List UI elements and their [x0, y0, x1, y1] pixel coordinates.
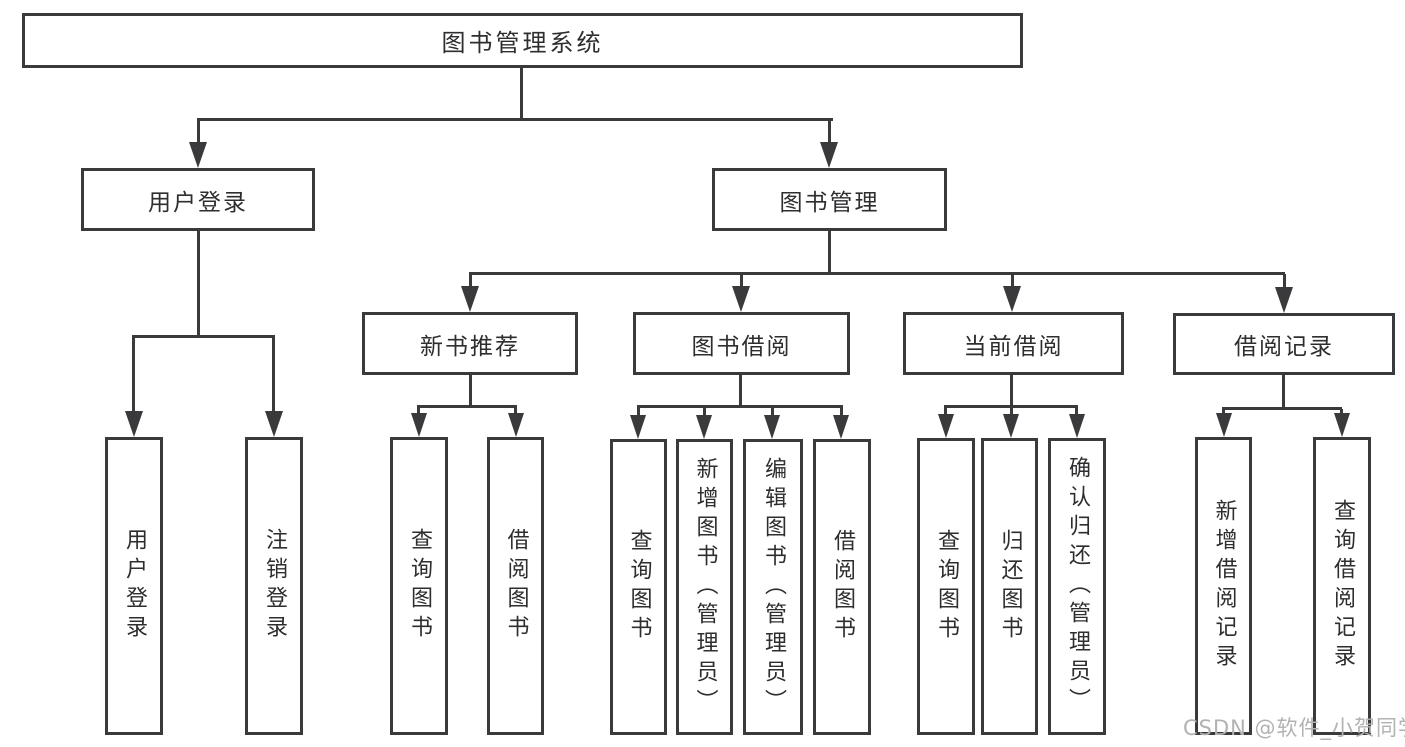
- node-user-login-branch-label: 用户登录: [148, 189, 248, 216]
- connector-bookborrow-drop1: [637, 407, 640, 417]
- leaf-query-borrow-record-label: 查询借阅记录: [1330, 499, 1355, 673]
- leaf-query-books-3-label: 查询图书: [934, 528, 959, 645]
- arrowhead-to-leaf-add-borrow-record: [1216, 413, 1232, 437]
- arrowhead-to-leaf-query-book-2: [630, 415, 646, 439]
- node-current-borrowing-label: 当前借阅: [963, 333, 1064, 360]
- connector-bookmgmt-drop3: [1011, 274, 1014, 290]
- connector-bookmgmt-drop4: [1283, 274, 1286, 290]
- node-root-label: 图书管理系统: [441, 29, 604, 57]
- leaf-borrow-books-1-label: 借阅图书: [503, 528, 529, 644]
- arrowhead-to-leaf-confirm-return: [1069, 414, 1085, 438]
- node-user-login-branch: 用户登录: [81, 168, 315, 231]
- node-new-book-recommend-label: 新书推荐: [420, 333, 520, 360]
- node-book-borrowing: 图书借阅: [633, 312, 850, 375]
- leaf-add-books-admin: 新增图书（管理员）: [676, 439, 733, 735]
- arrowhead-to-leaf-logout: [265, 411, 283, 437]
- node-book-borrowing-label: 图书借阅: [691, 333, 792, 360]
- leaf-user-login-label: 用户登录: [122, 528, 147, 644]
- arrowhead-to-user-login: [189, 142, 207, 168]
- node-new-book-recommend: 新书推荐: [362, 312, 578, 375]
- leaf-borrow-books-2: 借阅图书: [813, 439, 871, 735]
- connector-bookborrow-stem: [739, 375, 742, 405]
- leaf-query-books-1: 查询图书: [390, 437, 448, 735]
- arrowhead-to-leaf-borrow-book-1: [508, 413, 524, 437]
- arrowhead-to-leaf-user-login: [125, 411, 143, 437]
- connector-userlogin-drop2: [272, 337, 275, 413]
- arrowhead-to-current-borrow: [1003, 286, 1021, 312]
- leaf-logout-login-label: 注销登录: [262, 528, 287, 644]
- connector-bookborrow-drop3: [771, 407, 774, 417]
- leaf-query-books-1-label: 查询图书: [407, 528, 432, 644]
- arrowhead-to-book-borrow: [732, 286, 750, 312]
- leaf-borrow-books-2-label: 借阅图书: [830, 529, 855, 645]
- leaf-query-books-3: 查询图书: [917, 438, 975, 735]
- connector-userlogin-drop1: [132, 337, 135, 413]
- connector-newbook-hbar: [417, 405, 517, 408]
- connector-bookmgmt-stem: [828, 231, 831, 272]
- arrowhead-to-leaf-query-book-3: [938, 414, 954, 438]
- connector-currentborrow-hbar: [944, 405, 1078, 408]
- leaf-confirm-return-admin: 确认归还（管理员）: [1048, 438, 1106, 735]
- arrowhead-to-leaf-edit-book: [764, 415, 780, 439]
- leaf-query-borrow-record: 查询借阅记录: [1313, 437, 1371, 735]
- arrowhead-to-leaf-return-book: [1003, 414, 1019, 438]
- leaf-add-books-admin-label: 新增图书（管理员）: [692, 456, 718, 718]
- node-current-borrowing: 当前借阅: [903, 312, 1124, 375]
- node-book-management-branch-label: 图书管理: [779, 189, 880, 216]
- arrowhead-to-leaf-borrow-book-2: [833, 415, 849, 439]
- connector-root-stem: [520, 68, 523, 120]
- arrowhead-to-leaf-query-book-1: [411, 413, 427, 437]
- leaf-query-books-2-label: 查询图书: [626, 529, 652, 645]
- connector-bookmgmt-hbar: [469, 272, 1285, 275]
- leaf-edit-books-admin: 编辑图书（管理员）: [743, 439, 803, 735]
- leaf-query-books-2: 查询图书: [610, 439, 667, 735]
- leaf-user-login: 用户登录: [105, 437, 163, 735]
- leaf-add-borrow-record: 新增借阅记录: [1195, 437, 1252, 735]
- connector-bookmgmt-drop2: [740, 274, 743, 290]
- leaf-add-borrow-record-label: 新增借阅记录: [1211, 499, 1237, 673]
- node-book-management-branch: 图书管理: [712, 168, 947, 231]
- leaf-borrow-books-1: 借阅图书: [487, 437, 544, 735]
- connector-currentborrow-drop1: [944, 407, 947, 416]
- leaf-logout-login: 注销登录: [245, 437, 303, 735]
- connector-currentborrow-stem: [1010, 375, 1013, 405]
- connector-root-hbar: [197, 118, 833, 121]
- connector-bookmgmt-drop1: [469, 274, 472, 290]
- connector-bookborrow-drop4: [840, 407, 843, 417]
- node-root: 图书管理系统: [22, 13, 1023, 68]
- connector-currentborrow-drop2: [1010, 407, 1013, 416]
- leaf-edit-books-admin-label: 编辑图书（管理员）: [761, 456, 786, 718]
- csdn-watermark: CSDN @软件_小贺同学: [1183, 716, 1405, 740]
- node-borrow-records-label: 借阅记录: [1234, 334, 1334, 360]
- arrowhead-to-borrow-records: [1275, 287, 1293, 313]
- connector-currentborrow-drop3: [1075, 407, 1078, 416]
- arrowhead-to-leaf-add-book: [696, 415, 712, 439]
- arrowhead-to-leaf-query-borrow-record: [1334, 413, 1350, 437]
- connector-userlogin-stem: [197, 231, 200, 335]
- connector-newbook-drop1: [417, 407, 420, 417]
- arrowhead-to-new-book-rec: [461, 286, 479, 312]
- connector-newbook-drop2: [514, 407, 517, 417]
- connector-root-drop-right: [828, 120, 831, 146]
- leaf-confirm-return-admin-label: 确认归还（管理员）: [1065, 456, 1090, 717]
- node-borrow-records: 借阅记录: [1173, 313, 1395, 375]
- connector-borrowrecords-stem: [1282, 375, 1285, 407]
- connector-root-drop-left: [197, 120, 200, 146]
- connector-userlogin-hbar: [132, 335, 275, 338]
- connector-bookborrow-hbar: [637, 405, 843, 408]
- leaf-return-books-label: 归还图书: [997, 528, 1023, 645]
- leaf-return-books: 归还图书: [981, 438, 1038, 735]
- arrowhead-to-book-mgmt: [820, 142, 838, 168]
- connector-bookborrow-drop2: [703, 407, 706, 417]
- connector-newbook-stem: [469, 375, 472, 405]
- connector-borrowrecords-hbar: [1222, 407, 1342, 410]
